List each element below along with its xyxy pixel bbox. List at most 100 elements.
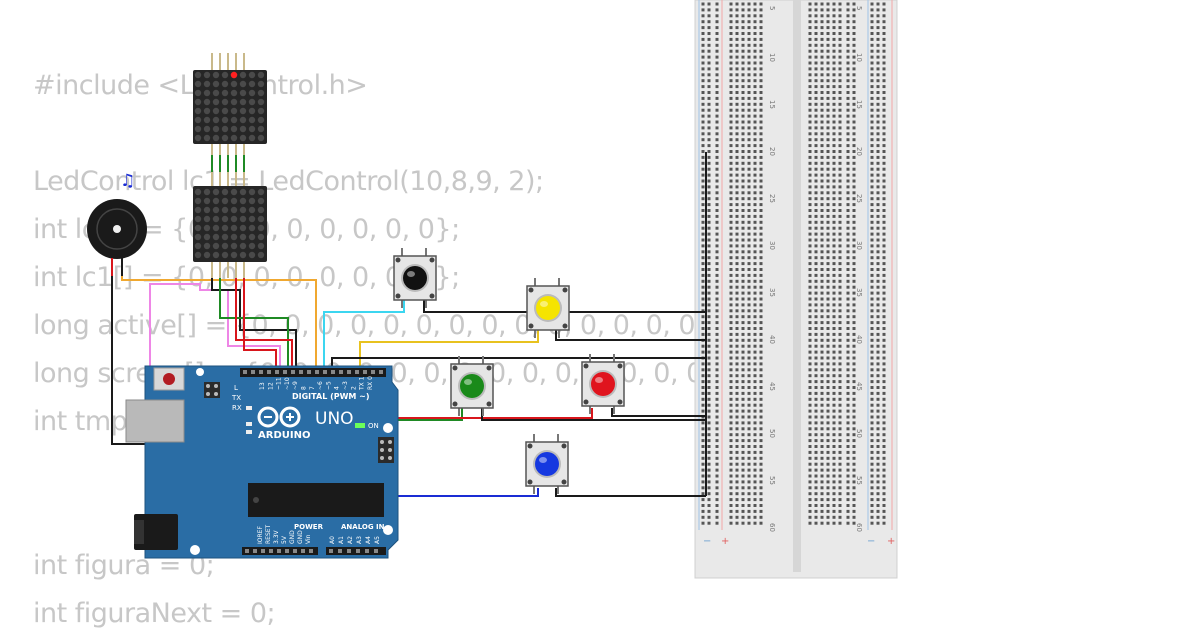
matrix-led xyxy=(212,233,220,241)
microcontroller-chip xyxy=(248,483,384,517)
breadboard-row-number: 20 xyxy=(768,147,776,156)
matrix-led xyxy=(212,80,220,88)
power-pin-label: 3.3V xyxy=(273,529,280,544)
matrix-led xyxy=(239,188,247,196)
push-button-yellow[interactable] xyxy=(526,278,570,338)
digital-pin-label: 8 xyxy=(301,386,308,390)
matrix-led xyxy=(257,215,265,223)
matrix-led xyxy=(194,134,202,142)
matrix-led xyxy=(221,233,229,241)
digital-pin-label: 2 xyxy=(350,386,357,390)
reset-button-cap[interactable] xyxy=(163,373,175,385)
breadboard-row-number: 40 xyxy=(768,335,776,344)
breadboard-row-number: 55 xyxy=(855,476,863,485)
power-pin-label: RESET xyxy=(265,524,272,544)
matrix-led xyxy=(248,215,256,223)
breadboard-row-number: 45 xyxy=(855,382,863,391)
matrix-led xyxy=(239,71,247,79)
matrix-led xyxy=(248,134,256,142)
matrix-led xyxy=(230,80,238,88)
music-note-icon: ♫ xyxy=(120,171,135,191)
matrix-led xyxy=(257,125,265,133)
matrix-led xyxy=(194,125,202,133)
digital-pin-label: RX 0 xyxy=(367,376,374,390)
push-button-green[interactable] xyxy=(450,356,494,416)
board-brand-label: ARDUINO xyxy=(258,430,310,441)
matrix-led xyxy=(221,188,229,196)
matrix-led xyxy=(203,71,211,79)
matrix-led xyxy=(239,125,247,133)
led-matrix-top[interactable] xyxy=(193,53,267,155)
matrix-led xyxy=(248,107,256,115)
matrix-led xyxy=(194,197,202,205)
matrix-led xyxy=(257,188,265,196)
matrix-led xyxy=(230,98,238,106)
breadboard-row-number: 30 xyxy=(855,241,863,250)
analog-pin-label: A5 xyxy=(374,536,381,544)
matrix-led xyxy=(212,89,220,97)
matrix-led xyxy=(248,125,256,133)
push-button-blue[interactable] xyxy=(525,434,569,494)
matrix-led xyxy=(221,98,229,106)
matrix-led xyxy=(248,71,256,79)
button-cap[interactable] xyxy=(536,296,560,320)
matrix-led xyxy=(257,197,265,205)
matrix-led xyxy=(221,71,229,79)
analog-pin-label: A2 xyxy=(347,536,354,544)
breadboard-row-number: 45 xyxy=(768,382,776,391)
digital-pin-label: ~6 xyxy=(317,381,324,390)
tx-label: TX xyxy=(231,394,241,402)
matrix-led xyxy=(257,233,265,241)
matrix-led xyxy=(203,188,211,196)
matrix-led xyxy=(194,206,202,214)
matrix-led xyxy=(239,242,247,250)
matrix-led xyxy=(203,197,211,205)
matrix-led xyxy=(194,224,202,232)
buzzer[interactable]: ♫ xyxy=(87,171,147,276)
matrix-led xyxy=(239,80,247,88)
power-pin-label: GND xyxy=(289,530,296,544)
matrix-led xyxy=(239,107,247,115)
matrix-led xyxy=(221,125,229,133)
matrix-led xyxy=(194,233,202,241)
matrix-led xyxy=(248,89,256,97)
breadboard-row-number: 60 xyxy=(768,523,776,532)
digital-pin-label: ~9 xyxy=(292,381,299,390)
matrix-led xyxy=(221,206,229,214)
led-matrix-bottom[interactable] xyxy=(193,172,267,278)
code-line-figuranext: int figuraNext = 0; xyxy=(33,598,276,629)
button-cap[interactable] xyxy=(535,452,559,476)
matrix-led xyxy=(221,80,229,88)
matrix-led xyxy=(212,98,220,106)
button-cap[interactable] xyxy=(460,374,484,398)
matrix-led xyxy=(248,242,256,250)
matrix-led xyxy=(194,116,202,124)
rail-minus-right: − xyxy=(867,536,875,547)
matrix-led xyxy=(230,215,238,223)
power-pin-label: 5V xyxy=(281,535,288,544)
matrix-led xyxy=(257,206,265,214)
matrix-led xyxy=(194,89,202,97)
matrix-led xyxy=(212,242,220,250)
matrix-led xyxy=(212,116,220,124)
matrix-led xyxy=(203,233,211,241)
matrix-led xyxy=(221,242,229,250)
button-cap[interactable] xyxy=(591,372,615,396)
breadboard-row-number: 5 xyxy=(768,6,776,10)
push-button-black[interactable] xyxy=(393,248,437,308)
power-pin-label: IOREF xyxy=(257,526,264,544)
matrix-led xyxy=(203,98,211,106)
push-button-red[interactable] xyxy=(581,354,625,414)
matrix-led xyxy=(248,224,256,232)
matrix-led xyxy=(212,206,220,214)
digital-pin-label: 13 xyxy=(259,382,266,390)
digital-pin-label: ~11 xyxy=(276,377,283,390)
matrix-led xyxy=(239,233,247,241)
matrix-led xyxy=(230,206,238,214)
matrix-led xyxy=(194,71,202,79)
button-cap[interactable] xyxy=(403,266,427,290)
